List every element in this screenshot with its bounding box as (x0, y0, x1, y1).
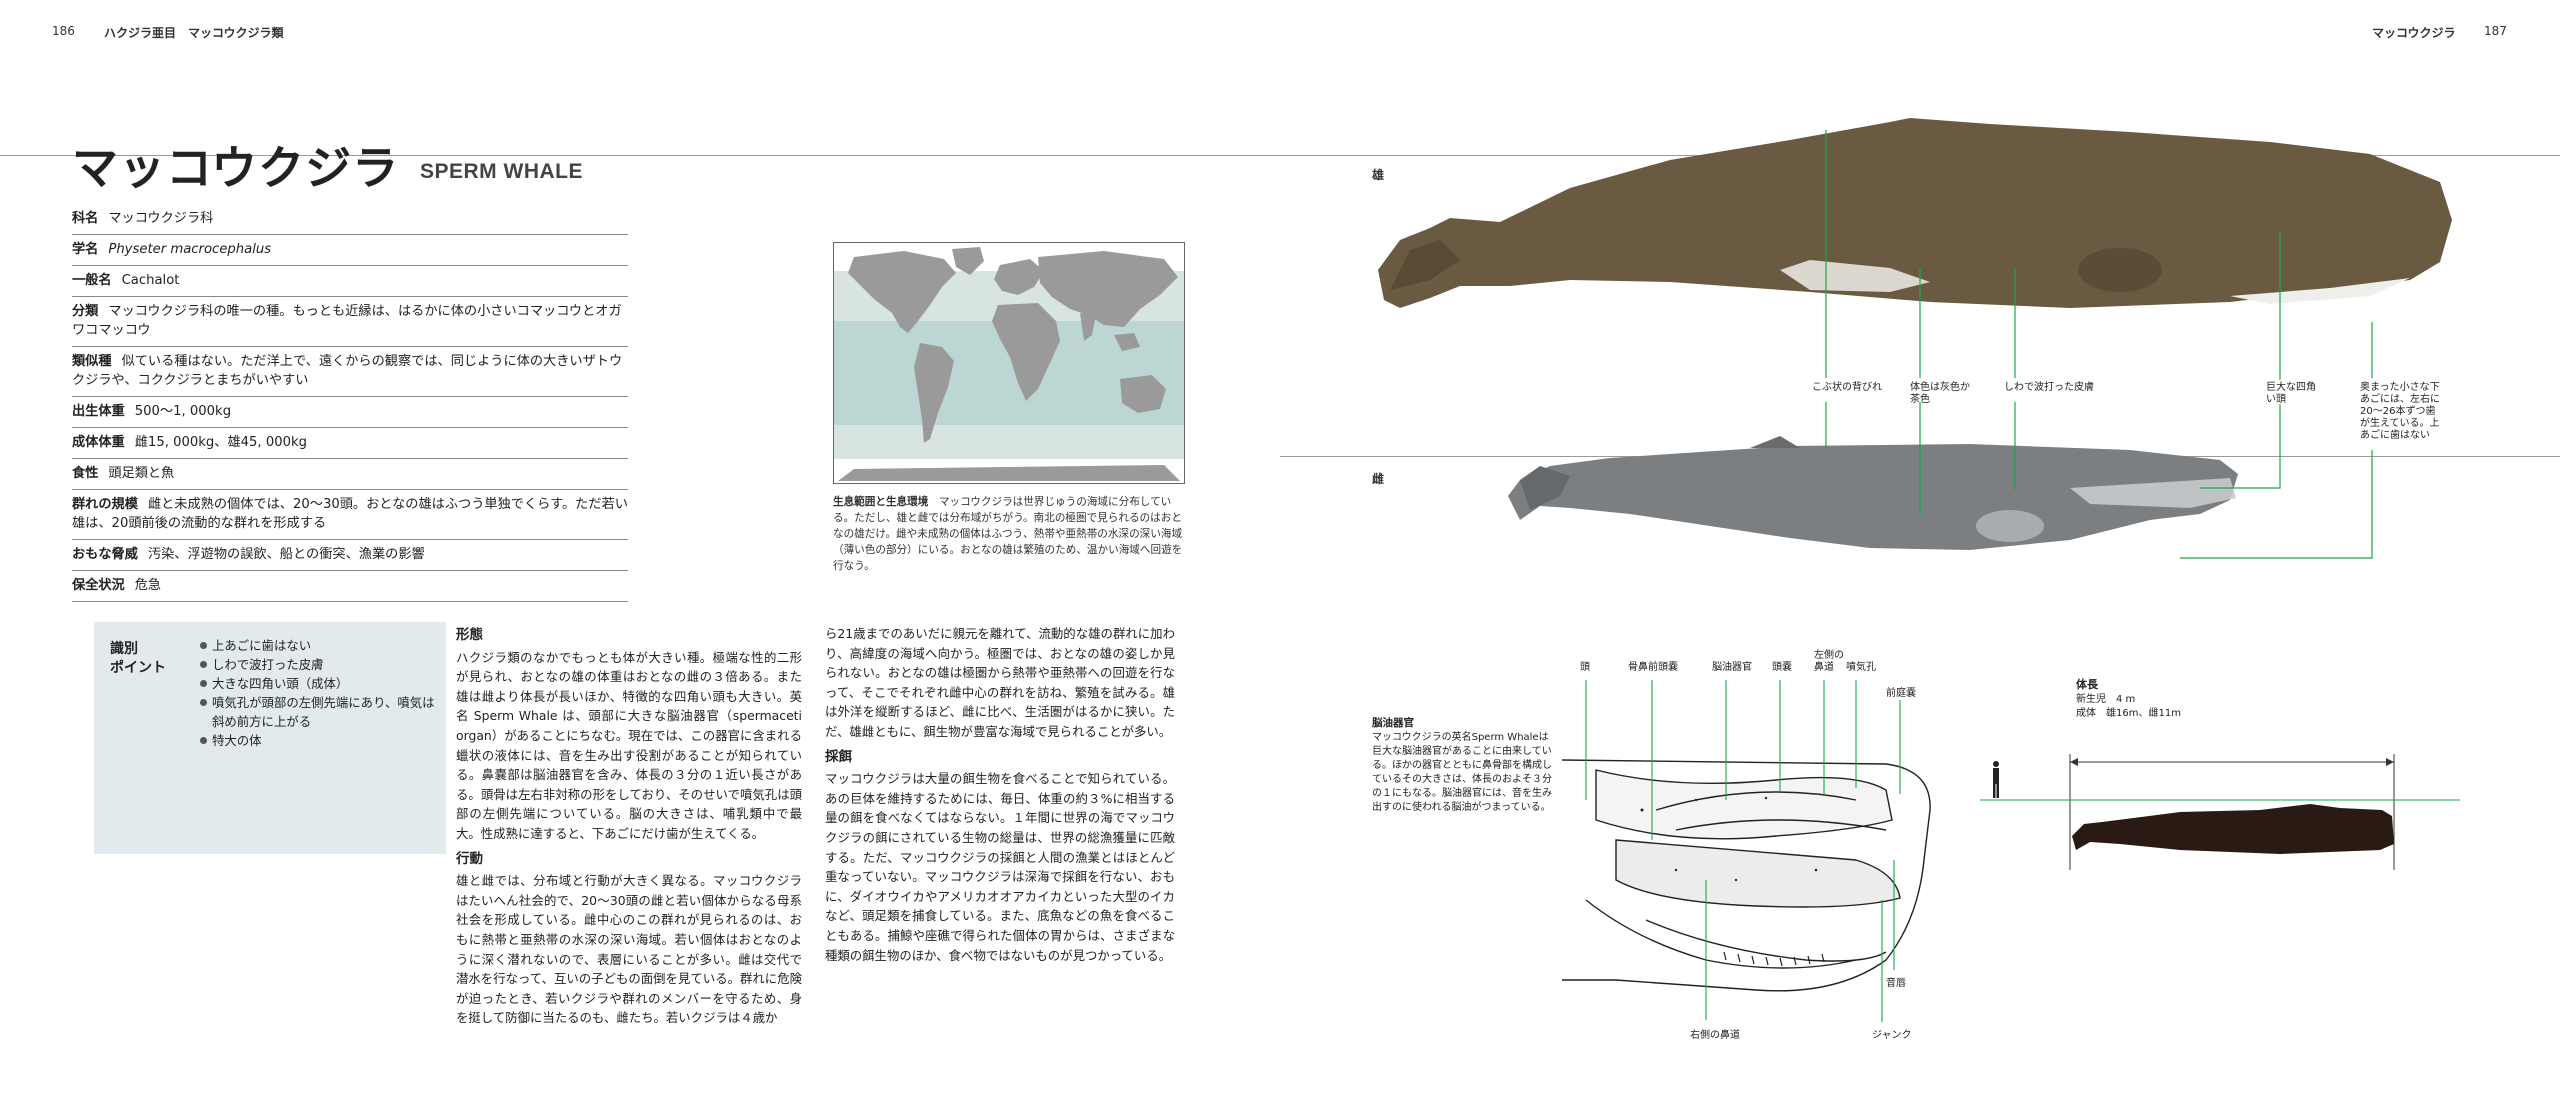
list-item: 特大の体 (200, 731, 440, 750)
section-heading-behavior: 行動 (456, 850, 483, 867)
head-cross-section-diagram (1561, 680, 1931, 1022)
map-caption: 生息範囲と生息環境 マッコウクジラは世界じゅうの海域に分布している。ただし、雄と… (833, 496, 1183, 572)
table-row: 保全状況危急 (72, 571, 628, 602)
human-scale-icon (1993, 761, 1999, 798)
list-item: 噴気孔が頭部の左側先端にあり、噴気は斜め前方に上がる (200, 693, 440, 731)
female-label: 雌 (1372, 472, 1385, 486)
diagram-label-blowhole: 噴気孔 (1846, 662, 1876, 673)
list-item: しわで波打った皮膚 (200, 655, 440, 674)
male-label: 雄 (1372, 168, 1385, 182)
diagram-label-lips: 音唇 (1886, 978, 1906, 989)
body-column-2: ら21歳までのあいだに親元を離れて、流動的な雄の群れに加わり、高緯度の海域へ向か… (825, 624, 1175, 965)
section-text-behavior-cont: ら21歳までのあいだに親元を離れて、流動的な雄の群れに加わり、高緯度の海域へ向か… (825, 626, 1175, 739)
section-text-behavior: 雄と雌では、分布域と行動が大きく異なる。マッコウクジラはたいへん社会的で、20〜… (456, 873, 802, 1026)
table-row: 科名マッコウクジラ科 (72, 204, 628, 235)
size-comparison-graphic (1980, 754, 2460, 870)
id-points-panel (94, 622, 446, 854)
annotation-square-head: 巨大な四角い頭 (2266, 382, 2316, 405)
spermaceti-caption: 脳油器官 マッコウクジラの英名Sperm Whaleは巨大な脳油器官があることに… (1372, 717, 1552, 813)
top-rule (0, 155, 2560, 156)
section-text-form: ハクジラ類のなかでもっとも体が大きい種。極端な性的二形が見られ、おとなの雄の体重… (456, 649, 802, 841)
diagram-label-spermaceti-organ: 脳油器官 (1712, 662, 1752, 673)
whale-silhouette (2072, 804, 2394, 854)
diagram-label-head-sac: 頭嚢 (1772, 662, 1792, 673)
section-heading-form: 形態 (456, 627, 483, 643)
size-info: 体長 新生児 4 m 成体 雄16m、雌11m (2076, 678, 2181, 719)
section-text-feeding: マッコウクジラは大量の餌生物を食べることで知られている。あの巨体を維持するために… (825, 771, 1175, 963)
page-subtitle-english: SPERM WHALE (420, 160, 583, 183)
id-points-list: 上あごに歯はない しわで波打った皮膚 大きな四角い頭（成体） 噴気孔が頭部の左側… (200, 636, 440, 750)
lower-jaw-teeth (1723, 951, 1825, 967)
diagram-label-frontal-sac: 骨鼻前頭嚢 (1628, 662, 1678, 673)
diagram-label-right-nasal: 右側の鼻道 (1690, 1030, 1740, 1041)
world-map-graphic (834, 243, 1184, 483)
diagram-label-head: 頭 (1580, 662, 1590, 673)
table-row: 群れの規模雌と未成熟の個体では、20〜30頭。おとなの雄はふつう単独でくらす。た… (72, 490, 628, 540)
left-page-number: 186 (52, 24, 75, 38)
list-item: 大きな四角い頭（成体） (200, 674, 440, 693)
diagram-leader-lines (1585, 680, 1901, 1022)
annotation-dorsal-hump: こぶ状の背びれ (1812, 382, 1882, 393)
table-row: 食性頭足類と魚 (72, 459, 628, 490)
annotation-body-color: 体色は灰色か茶色 (1910, 382, 1970, 405)
male-whale-illustration (1378, 118, 2452, 308)
annotation-leader-lines (1825, 130, 2373, 559)
diagram-label-junk: ジャンク (1872, 1030, 1912, 1041)
table-row: おもな脅威汚染、浮遊物の誤飲、船との衝突、漁業の影響 (72, 540, 628, 571)
section-heading-feeding: 採餌 (825, 748, 852, 765)
table-row: 成体体重雌15, 000kg、雄45, 000kg (72, 428, 628, 459)
body-column-1: 形態 ハクジラ類のなかでもっとも体が大きい種。極端な性的二形が見られ、おとなの雄… (456, 620, 802, 1028)
right-running-title: マッコウクジラ (2372, 26, 2456, 40)
female-whale-illustration (1508, 436, 2238, 550)
table-row: 分類マッコウクジラ科の唯一の種。もっとも近縁は、はるかに体の小さいコマッコウとオ… (72, 297, 628, 347)
annotation-lower-jaw: 奥まった小さな下あごには、左右に20〜26本ずつ歯が生えている。上あごに歯はない (2360, 382, 2440, 441)
right-page-number: 187 (2484, 24, 2507, 38)
id-points-title: 識別 ポイント (110, 641, 166, 676)
distribution-map (833, 242, 1185, 484)
diagram-label-left-nasal: 左側の鼻道 (1814, 650, 1844, 673)
list-item: 上あごに歯はない (200, 636, 440, 655)
diagram-label-vestibular-sac: 前庭嚢 (1886, 688, 1916, 699)
left-running-title: ハクジラ亜目 マッコウクジラ類 (104, 26, 284, 40)
page-title: マッコウクジラ (72, 141, 400, 195)
table-row: 類似種似ている種はない。ただ洋上で、遠くからの観察では、同じように体の大きいザト… (72, 347, 628, 397)
annotation-wrinkled-skin: しわで波打った皮膚 (2004, 382, 2094, 393)
whale-illustrations (1378, 118, 2452, 559)
